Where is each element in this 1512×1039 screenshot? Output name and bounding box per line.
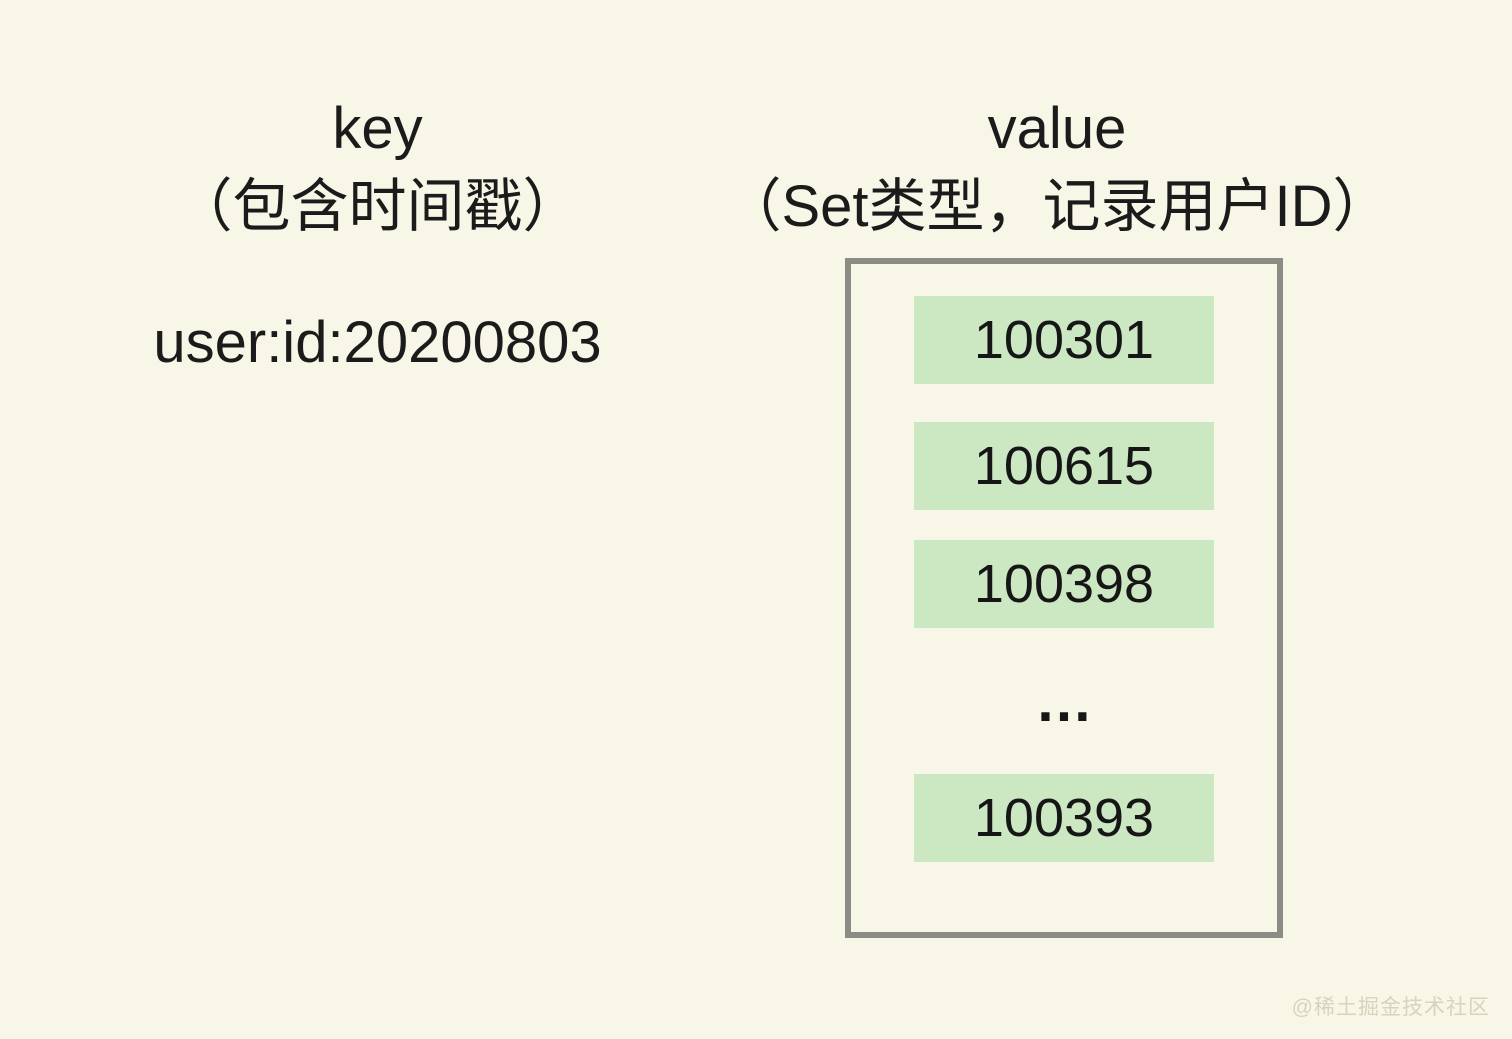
- set-item: 100301: [914, 296, 1214, 384]
- watermark: @稀土掘金技术社区: [1291, 996, 1490, 1019]
- key-value-text: user:id:20200803: [153, 310, 602, 375]
- set-item: 100393: [914, 774, 1214, 862]
- value-set-container: 100301 100615 100398 … 100393: [845, 258, 1283, 938]
- key-subtitle: （包含时间戳）: [174, 174, 581, 239]
- value-column-header: value （Set类型，记录用户ID）: [712, 90, 1402, 246]
- ellipsis: …: [1035, 668, 1107, 734]
- set-item: 100398: [914, 540, 1214, 628]
- set-item: 100615: [914, 422, 1214, 510]
- key-title: key: [332, 96, 423, 161]
- key-column-header: key （包含时间戳）: [95, 90, 660, 246]
- value-title: value: [987, 96, 1127, 161]
- value-subtitle: （Set类型，记录用户ID）: [723, 174, 1391, 239]
